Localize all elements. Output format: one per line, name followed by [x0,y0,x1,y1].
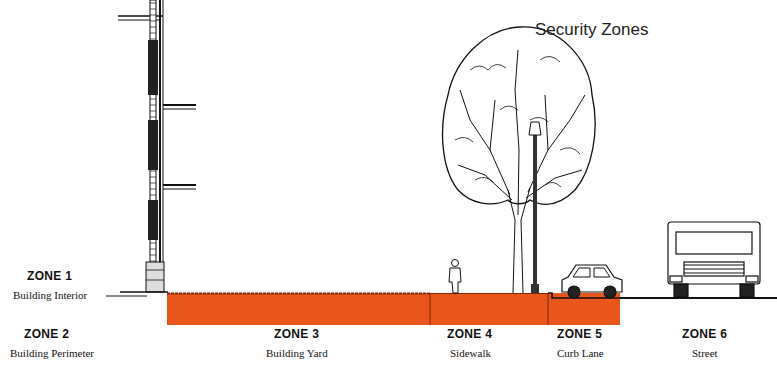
zone-number: ZONE 5 [557,328,602,342]
leader-line [106,296,147,297]
parked-car [562,265,622,298]
diagram-title: Security Zones [535,20,648,40]
zone-name: Curb Lane [557,347,604,360]
zone-number: ZONE 4 [447,328,492,342]
zone-name: Building Interior [13,289,87,302]
lamp-post [529,122,541,293]
building-facade [118,0,196,292]
zone-number: ZONE 2 [24,328,69,342]
security-zone-band [167,293,620,325]
zone-name: Street [692,347,718,360]
zone-number: ZONE 1 [27,270,72,284]
zone-number: ZONE 3 [274,328,319,342]
zone-name: Sidewalk [450,347,491,360]
zone-name: Building Perimeter [10,347,94,360]
delivery-truck [668,222,760,297]
pedestrian [449,260,461,294]
street-tree [443,27,596,293]
zone-name: Building Yard [266,347,328,360]
zone-number: ZONE 6 [682,328,727,342]
